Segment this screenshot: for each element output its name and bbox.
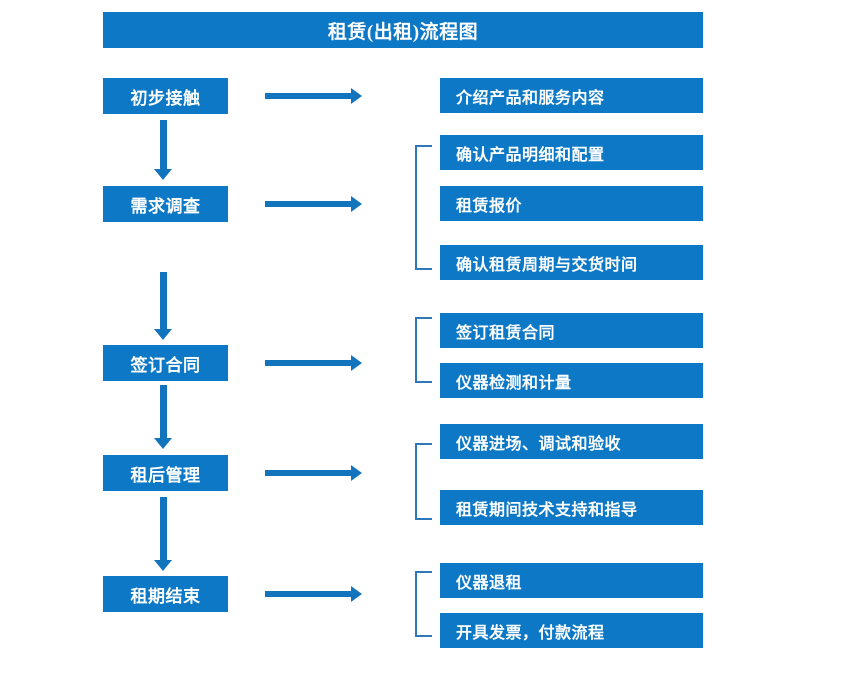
arrow-head bbox=[154, 438, 172, 449]
arrow-head bbox=[154, 329, 172, 340]
arrow-down-1 bbox=[154, 120, 172, 180]
stage-box-1[interactable]: 初步接触 bbox=[103, 78, 228, 114]
arrow-right-2 bbox=[265, 196, 362, 212]
arrow-down-2 bbox=[154, 272, 172, 340]
arrow-right-1 bbox=[265, 88, 362, 104]
arrow-shaft bbox=[265, 591, 351, 597]
arrow-right-5 bbox=[265, 586, 362, 602]
stage-box-4[interactable]: 租后管理 bbox=[103, 455, 228, 491]
arrow-shaft bbox=[265, 201, 351, 207]
arrow-shaft bbox=[265, 93, 351, 99]
arrow-head bbox=[351, 196, 362, 212]
detail-box-4[interactable]: 确认租赁周期与交货时间 bbox=[440, 245, 703, 280]
group-bracket-2 bbox=[415, 145, 432, 270]
group-bracket-4 bbox=[415, 443, 432, 520]
detail-box-7[interactable]: 仪器进场、调试和验收 bbox=[440, 424, 703, 459]
arrow-shaft bbox=[160, 497, 167, 560]
arrow-head bbox=[351, 465, 362, 481]
stage-box-2[interactable]: 需求调查 bbox=[103, 186, 228, 222]
arrow-down-3 bbox=[154, 385, 172, 449]
detail-box-6[interactable]: 仪器检测和计量 bbox=[440, 363, 703, 398]
detail-box-1[interactable]: 介绍产品和服务内容 bbox=[440, 78, 703, 113]
detail-box-5[interactable]: 签订租赁合同 bbox=[440, 313, 703, 348]
arrow-head bbox=[154, 560, 172, 571]
arrow-shaft bbox=[160, 120, 167, 169]
group-bracket-5 bbox=[415, 571, 432, 637]
arrow-right-4 bbox=[265, 465, 362, 481]
arrow-shaft bbox=[265, 470, 351, 476]
arrow-head bbox=[351, 88, 362, 104]
detail-box-9[interactable]: 仪器退租 bbox=[440, 563, 703, 598]
arrow-right-3 bbox=[265, 355, 362, 371]
detail-box-8[interactable]: 租赁期间技术支持和指导 bbox=[440, 490, 703, 525]
arrow-shaft bbox=[160, 385, 167, 438]
arrow-down-4 bbox=[154, 497, 172, 571]
arrow-shaft bbox=[160, 272, 167, 329]
page-title: 租赁(出租)流程图 bbox=[103, 12, 703, 48]
stage-box-5[interactable]: 租期结束 bbox=[103, 576, 228, 612]
detail-box-2[interactable]: 确认产品明细和配置 bbox=[440, 135, 703, 170]
arrow-shaft bbox=[265, 360, 351, 366]
stage-box-3[interactable]: 签订合同 bbox=[103, 345, 228, 381]
group-bracket-3 bbox=[415, 317, 432, 383]
arrow-head bbox=[351, 355, 362, 371]
detail-box-10[interactable]: 开具发票，付款流程 bbox=[440, 613, 703, 648]
detail-box-3[interactable]: 租赁报价 bbox=[440, 186, 703, 221]
arrow-head bbox=[351, 586, 362, 602]
arrow-head bbox=[154, 169, 172, 180]
